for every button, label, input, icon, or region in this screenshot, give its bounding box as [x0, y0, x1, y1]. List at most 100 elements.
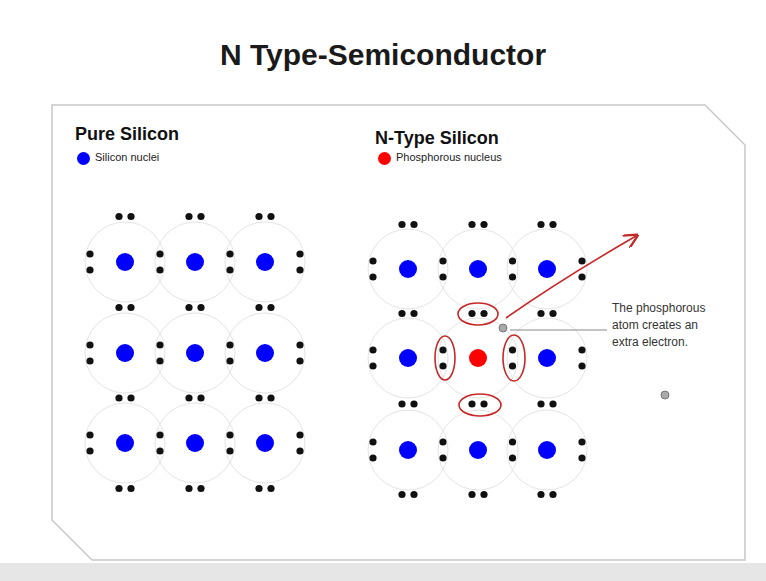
valence-electron [86, 341, 93, 348]
valence-electron [398, 221, 405, 228]
atom-shell [225, 403, 305, 483]
valence-electron [537, 400, 544, 407]
valence-electron [156, 431, 163, 438]
silicon-nucleus [538, 260, 556, 278]
valence-electron [296, 341, 303, 348]
valence-electron [115, 485, 122, 492]
legend-text: Phosphorous nucleus [396, 151, 502, 163]
slide-title: N Type-Semiconductor [0, 38, 766, 72]
valence-electron [267, 394, 274, 401]
valence-electron [480, 400, 487, 407]
leader-line [510, 330, 607, 331]
valence-electron [439, 257, 446, 264]
atom-shell [507, 229, 587, 309]
valence-electron [410, 400, 417, 407]
valence-electron [439, 362, 446, 369]
valence-electron [267, 213, 274, 220]
n-type-lattice [368, 221, 587, 498]
valence-electron [439, 454, 446, 461]
atom-shell [368, 229, 448, 309]
valence-electron [86, 250, 93, 257]
valence-electron [537, 310, 544, 317]
valence-electron [410, 491, 417, 498]
silicon-nucleus [256, 434, 274, 452]
valence-electron [296, 357, 303, 364]
valence-electron [578, 438, 585, 445]
valence-electron [369, 257, 376, 264]
atom-shell [507, 410, 587, 490]
valence-electron [296, 431, 303, 438]
valence-electron [369, 346, 376, 353]
atom-shell [368, 410, 448, 490]
valence-electron [410, 221, 417, 228]
valence-electron [480, 310, 487, 317]
valence-electron [468, 310, 475, 317]
valence-electron [197, 485, 204, 492]
valence-electron [369, 362, 376, 369]
valence-electron [468, 400, 475, 407]
valence-electron [296, 250, 303, 257]
valence-electron [115, 394, 122, 401]
silicon-nucleus [256, 253, 274, 271]
valence-electron [480, 221, 487, 228]
hand-annotations [435, 236, 636, 416]
valence-electron [537, 221, 544, 228]
legend-swatch [378, 152, 391, 165]
silicon-nucleus [469, 260, 487, 278]
valence-electron [439, 438, 446, 445]
silicon-nucleus [399, 441, 417, 459]
valence-electron [226, 266, 233, 273]
atom-shell [438, 318, 518, 398]
valence-electron [296, 266, 303, 273]
valence-electron [185, 394, 192, 401]
valence-electron [578, 273, 585, 280]
valence-electron [197, 394, 204, 401]
valence-electron [226, 447, 233, 454]
valence-electron [439, 346, 446, 353]
valence-electron [537, 491, 544, 498]
valence-electron [226, 250, 233, 257]
phosphorous-nucleus [469, 349, 487, 367]
valence-electron [127, 394, 134, 401]
valence-electron [197, 304, 204, 311]
callout-note: The phosphorous atom creates an extra el… [612, 300, 724, 351]
valence-electron [369, 438, 376, 445]
valence-electron [549, 400, 556, 407]
valence-electron [255, 394, 262, 401]
panel-outline [52, 105, 745, 560]
atom-shell [438, 410, 518, 490]
valence-electron [255, 304, 262, 311]
silicon-nucleus [399, 349, 417, 367]
valence-electron [296, 447, 303, 454]
valence-electron [398, 310, 405, 317]
valence-electron [86, 266, 93, 273]
valence-electron [185, 304, 192, 311]
extra-electron [499, 324, 507, 332]
valence-electron [509, 273, 516, 280]
valence-electron [156, 250, 163, 257]
atom-shell [85, 403, 165, 483]
valence-electron [509, 362, 516, 369]
silicon-nucleus [469, 441, 487, 459]
valence-electron [369, 454, 376, 461]
valence-electron [115, 304, 122, 311]
silicon-nucleus [186, 253, 204, 271]
valence-electron [439, 273, 446, 280]
valence-electron [127, 485, 134, 492]
valence-electron [509, 257, 516, 264]
panel-heading: N-Type Silicon [375, 128, 499, 149]
valence-electron [255, 213, 262, 220]
valence-electron [410, 310, 417, 317]
pure-lattice [85, 213, 305, 492]
valence-electron [549, 221, 556, 228]
valence-electron [115, 213, 122, 220]
valence-electron [578, 454, 585, 461]
valence-electron [226, 341, 233, 348]
silicon-nucleus [116, 344, 134, 362]
valence-electron [578, 346, 585, 353]
valence-electron [549, 491, 556, 498]
silicon-nucleus [116, 253, 134, 271]
valence-electron [255, 485, 262, 492]
valence-electron [185, 213, 192, 220]
